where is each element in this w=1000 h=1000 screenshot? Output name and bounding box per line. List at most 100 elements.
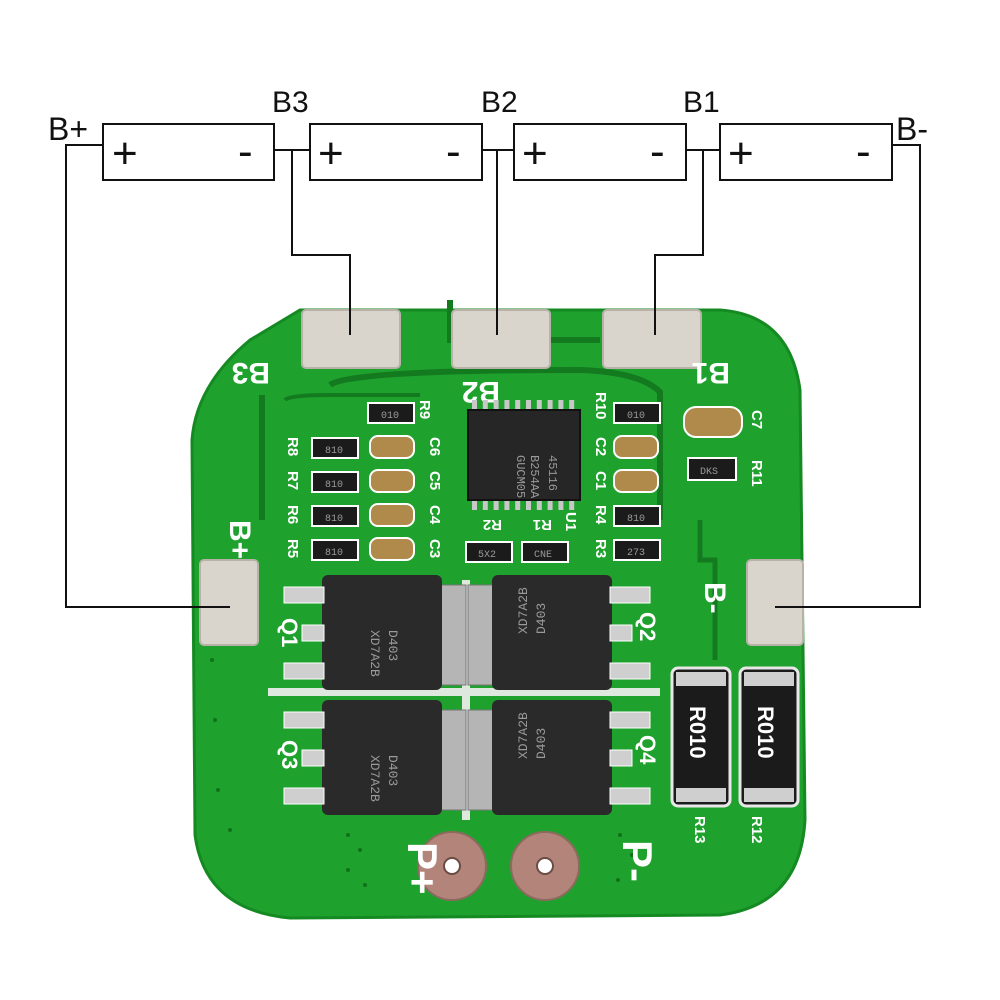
silk-r1: R1 (533, 516, 552, 533)
ic-marking-1: B254AA (527, 455, 541, 499)
r3-code: 273 (627, 548, 645, 559)
r12-value: R010 (753, 706, 778, 759)
silk-c4: C4 (426, 505, 443, 525)
ic-pin (547, 400, 553, 412)
label-b2: B2 (481, 86, 518, 119)
silk-c5: C5 (426, 471, 443, 490)
r2-code: 5X2 (478, 550, 496, 561)
ic-pin (482, 400, 488, 412)
silk-c1: C1 (592, 471, 609, 490)
r8-code: 810 (325, 446, 343, 457)
mosfet-marking-1: D403 (534, 603, 549, 634)
mosfet-leg (609, 586, 651, 604)
cell-2-minus: - (446, 127, 461, 176)
silk-p-minus: P- (614, 840, 661, 882)
r13-value: R010 (685, 706, 710, 759)
ic-pin (526, 400, 531, 412)
passives-left: 010 810 810 810 810 (311, 402, 415, 561)
mosfet-leg (283, 711, 325, 729)
silk-c6: C6 (426, 437, 443, 456)
r5-code: 810 (325, 548, 343, 559)
silk-b-minus: B- (698, 582, 731, 614)
ic-u1: B254AA GUCM05 45116 (467, 400, 581, 510)
mosfet-body (322, 700, 442, 815)
mosfet-leg (609, 787, 651, 805)
silk-r13: R13 (691, 816, 708, 844)
mosfet-leg (609, 624, 633, 642)
mosfet-body (492, 575, 612, 690)
ic-pin (569, 400, 575, 412)
cell-1-plus: + (112, 129, 138, 178)
silk-r4: R4 (592, 505, 609, 525)
r9-code: 010 (381, 411, 399, 422)
silk-r8: R8 (284, 437, 301, 456)
pad-p-minus (510, 831, 580, 901)
mosfet-marking-1: D403 (534, 728, 549, 759)
mosfet-leg (609, 662, 651, 680)
silk-q3: Q3 (277, 740, 302, 769)
mosfet-marking-2: XD7A2B (516, 587, 531, 634)
battery-cell-3: + - (513, 123, 687, 181)
r1-code: CNE (534, 550, 552, 561)
ic-pin (472, 498, 477, 510)
silk-b3: B3 (232, 356, 270, 389)
cell-3-plus: + (522, 129, 548, 178)
mosfet-leg (283, 787, 325, 805)
mosfet-leg (301, 749, 325, 767)
mosfet-body (492, 700, 612, 815)
silk-c2: C2 (592, 437, 609, 456)
silk-r9: R9 (416, 400, 433, 419)
ic-pin (547, 498, 553, 510)
silk-r10: R10 (592, 392, 609, 420)
mosfet-leg (283, 662, 325, 680)
silk-r2: R2 (483, 516, 502, 533)
mosfet-leg (609, 711, 651, 729)
pad-b-plus (199, 559, 259, 646)
label-b1: B1 (683, 86, 720, 119)
silk-b1: B1 (692, 356, 730, 389)
ic-marking-2: GUCM05 (513, 455, 527, 498)
silk-p-plus: P+ (399, 842, 446, 895)
ic-pin (515, 498, 521, 510)
silk-r5: R5 (284, 539, 301, 558)
ic-pin (558, 498, 564, 510)
mosfet-marking-2: XD7A2B (367, 630, 382, 677)
ic-pin (493, 400, 499, 412)
battery-cell-2: + - (309, 123, 483, 181)
ic-pin (569, 498, 575, 510)
cell-3-minus: - (650, 127, 665, 176)
r4-code: 810 (627, 514, 645, 525)
pad-b2 (451, 309, 551, 369)
silk-r3: R3 (592, 539, 609, 558)
shunt-r12: R010 (738, 666, 800, 808)
mosfet-leg (301, 624, 325, 642)
mosfet-marking-1: D403 (385, 630, 400, 661)
ic-pin (504, 400, 510, 412)
wiring-diagram (65, 144, 921, 608)
mosfet-marking-2: XD7A2B (367, 755, 382, 802)
silk-r6: R6 (284, 505, 301, 524)
battery-cell-4: + - (719, 123, 893, 181)
pad-b-minus (746, 559, 804, 646)
r10-code: 010 (627, 411, 645, 422)
silk-r12: R12 (748, 816, 765, 844)
ic-pin (526, 498, 531, 510)
cell-4-plus: + (728, 129, 754, 178)
mosfet-marking-2: XD7A2B (516, 712, 531, 759)
silk-q4: Q4 (635, 735, 660, 765)
silk-q1: Q1 (277, 618, 302, 647)
ic-pin (472, 400, 477, 412)
r11-code: DKS (700, 467, 718, 478)
cell-2-plus: + (318, 129, 344, 178)
mosfet-leg (283, 586, 325, 604)
silk-b-plus: B+ (223, 520, 256, 559)
silk-q2: Q2 (635, 612, 660, 641)
cell-1-minus: - (238, 127, 253, 176)
ic-pin (482, 498, 488, 510)
ic-pin (536, 498, 542, 510)
